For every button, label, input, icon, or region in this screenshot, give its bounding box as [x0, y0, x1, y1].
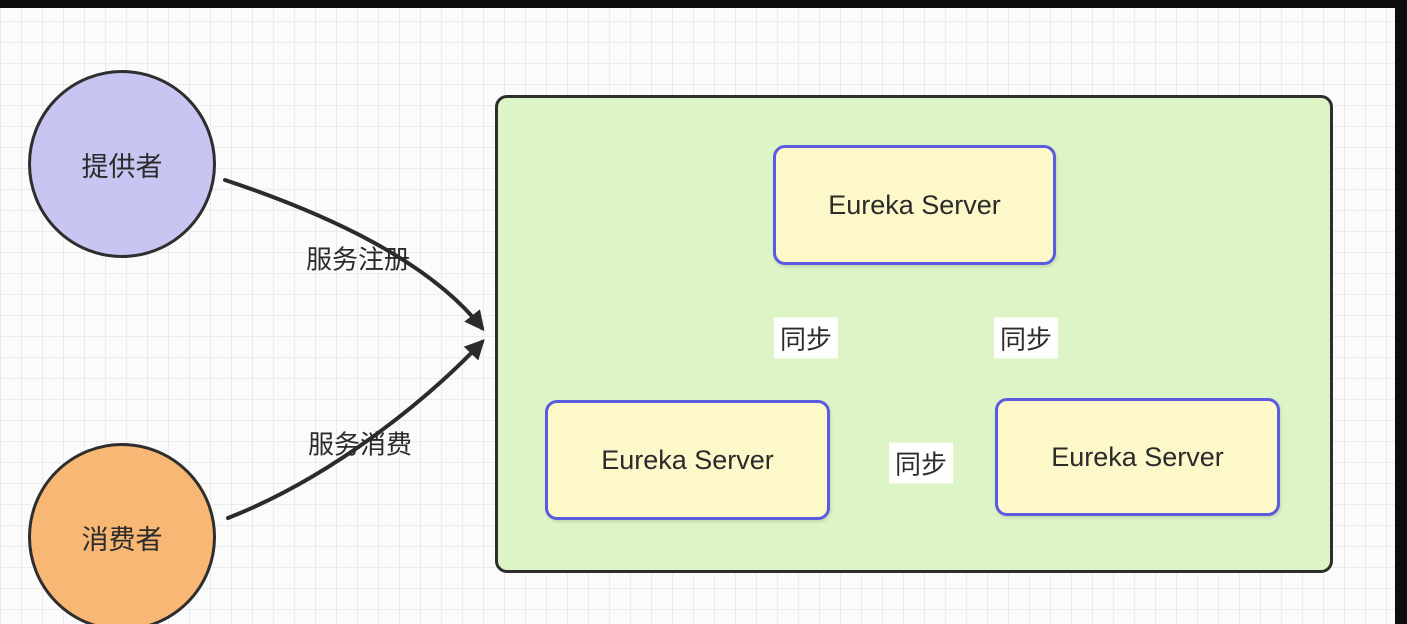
eureka-server-node-left: Eureka Server [545, 400, 830, 520]
sync-edge-label-right: 同步 [993, 317, 1059, 359]
provider-label: 提供者 [81, 151, 163, 182]
eureka-server-label: Eureka Server [1051, 441, 1224, 472]
consumer-node: 消费者 [28, 443, 216, 624]
consume-edge-label: 服务消费 [307, 429, 413, 460]
sync-edge-label-left: 同步 [773, 317, 839, 359]
eureka-server-node-top: Eureka Server [773, 145, 1056, 265]
eureka-server-node-right: Eureka Server [995, 398, 1280, 516]
register-edge-label: 服务注册 [305, 244, 411, 275]
consumer-label: 消费者 [81, 524, 163, 555]
screenshot-right-border [1395, 0, 1407, 624]
provider-node: 提供者 [28, 70, 216, 258]
screenshot-top-border [0, 0, 1407, 8]
eureka-server-label: Eureka Server [601, 444, 774, 475]
eureka-server-label: Eureka Server [828, 189, 1001, 220]
sync-edge-label-bottom: 同步 [888, 442, 954, 484]
